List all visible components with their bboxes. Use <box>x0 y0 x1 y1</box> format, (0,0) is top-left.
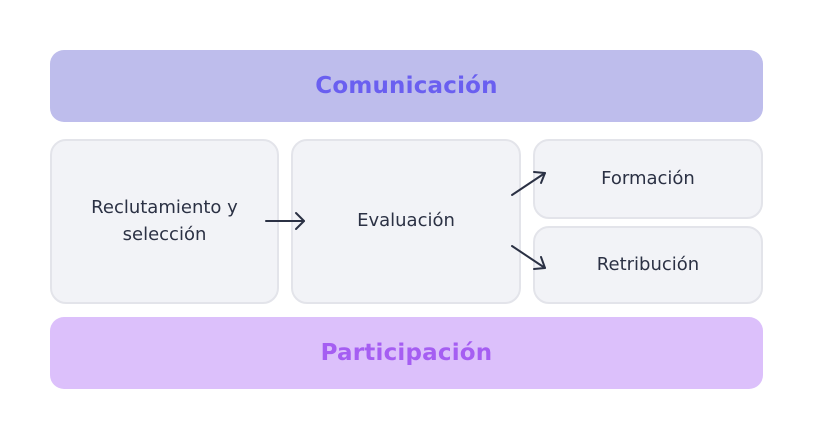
participation-band: Participación <box>50 317 763 389</box>
communication-band: Comunicación <box>50 50 763 122</box>
training-box: Formación <box>533 139 763 219</box>
evaluation-box: Evaluación <box>291 139 521 304</box>
communication-label: Comunicación <box>315 73 498 99</box>
recruitment-label: Reclutamiento y selección <box>91 197 238 245</box>
compensation-label: Retribución <box>596 253 700 275</box>
recruitment-box: Reclutamiento y selección <box>50 139 279 304</box>
training-label: Formación <box>601 167 695 189</box>
evaluation-label: Evaluación <box>357 210 455 232</box>
participation-label: Participación <box>320 340 493 366</box>
compensation-box: Retribución <box>533 226 763 304</box>
